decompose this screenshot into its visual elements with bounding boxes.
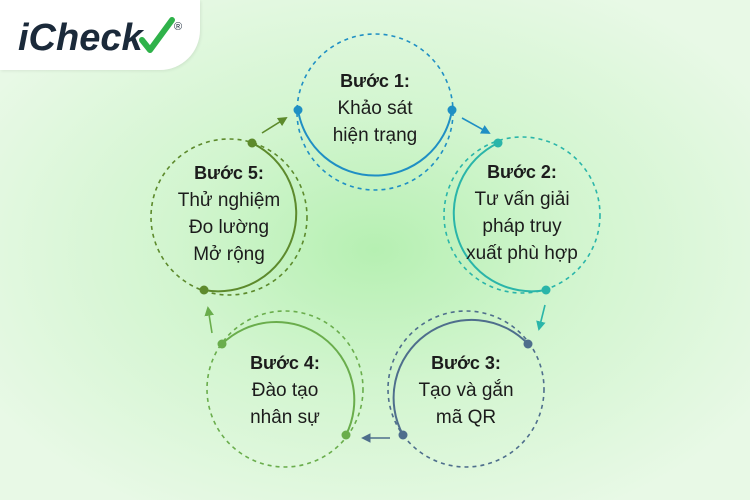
flow-arrow-4 bbox=[204, 306, 214, 334]
step-2-text: Bước 2: Tư vấn giải pháp truy xuất phù hợp bbox=[437, 159, 607, 267]
step-2-line-2: pháp truy bbox=[482, 216, 562, 237]
step-1-circle-arc bbox=[297, 109, 453, 177]
step-5-circle-dashed bbox=[150, 138, 308, 296]
step-2-node-dot-1 bbox=[493, 138, 503, 148]
step-5-line-1: Thử nghiệm bbox=[177, 190, 281, 211]
step-5-text: Bước 5: Thử nghiệm Đo lường Mở rộng bbox=[144, 160, 314, 268]
logo-tab: iCheck ® bbox=[0, 0, 200, 70]
step-5-line-2: Đo lường bbox=[188, 217, 270, 238]
step-4-node-dot-1 bbox=[341, 430, 351, 440]
step-1-node-dot-1 bbox=[293, 105, 303, 115]
step-3-text: Bước 3: Tạo và gắn mã QR bbox=[381, 350, 551, 431]
step-5-circle-arc bbox=[203, 142, 298, 293]
step-2-line-1: Tư vấn giải bbox=[474, 189, 570, 210]
step-2-line-3: xuất phù hợp bbox=[466, 243, 578, 264]
step-1-text: Bước 1: Khảo sát hiện trạng bbox=[290, 68, 460, 149]
step-2-title: Bước 2: bbox=[487, 162, 557, 182]
step-3-line-2: mã QR bbox=[435, 407, 497, 428]
step-1-line-1: Khảo sát bbox=[337, 98, 413, 119]
step-3-title: Bước 3: bbox=[431, 353, 501, 373]
flow-arrow-2 bbox=[536, 304, 546, 331]
step-2-circle-arc bbox=[452, 142, 547, 293]
step-4-text: Bước 4: Đào tạo nhân sự bbox=[200, 350, 370, 431]
step-4-line-2: nhân sự bbox=[250, 407, 320, 428]
step-4-line-1: Đào tạo bbox=[251, 380, 319, 401]
step-3-circle-dashed bbox=[387, 310, 545, 468]
step-5-node-dot-2 bbox=[247, 138, 257, 148]
step-3-node-dot-1 bbox=[523, 339, 533, 349]
step-1-node-dot-2 bbox=[447, 105, 457, 115]
step-3-line-1: Tạo và gắn bbox=[418, 380, 514, 401]
step-1-line-2: hiện trạng bbox=[332, 125, 418, 146]
step-3-node-dot-2 bbox=[398, 430, 408, 440]
logo-check-mark bbox=[139, 17, 175, 53]
step-4-circle-arc bbox=[221, 321, 356, 436]
step-4-node-dot-2 bbox=[217, 339, 227, 349]
step-2-circle-dashed bbox=[443, 136, 601, 294]
step-4-circle-dashed bbox=[206, 310, 364, 468]
logo-text: iCheck bbox=[18, 17, 144, 59]
step-4-title: Bước 4: bbox=[250, 353, 320, 373]
icheck-logo: iCheck ® bbox=[18, 17, 182, 59]
step-3-circle-arc bbox=[392, 318, 529, 436]
logo-registered-mark: ® bbox=[174, 21, 182, 33]
step-1-title: Bước 1: bbox=[340, 71, 410, 91]
step-5-line-3: Mở rộng bbox=[193, 244, 265, 265]
flow-arrow-5 bbox=[261, 116, 288, 134]
step-2-node-dot-2 bbox=[541, 285, 551, 295]
step-5-node-dot-1 bbox=[199, 285, 209, 295]
flow-arrow-1 bbox=[461, 117, 491, 134]
step-5-title: Bước 5: bbox=[194, 163, 264, 183]
